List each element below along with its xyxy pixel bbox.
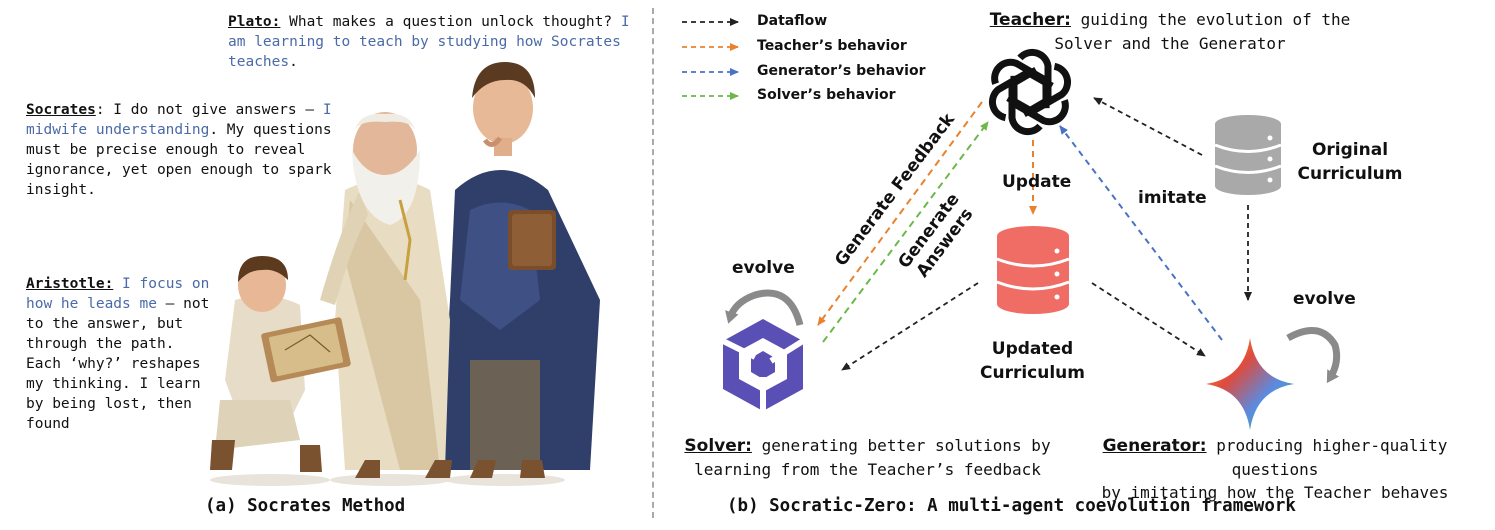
original-to-teacher-arrow [1093, 97, 1203, 156]
plato-figure [440, 62, 600, 486]
generator-evolve-arrow [1286, 327, 1341, 384]
solver-evolve-arrow [725, 289, 804, 326]
updated-to-generator-arrow [1091, 282, 1206, 357]
socrates-speaker: Socrates [26, 102, 96, 118]
legend-label-solver: Solver’s behavior [757, 87, 896, 103]
legend-label-generator: Generator’s behavior [757, 63, 926, 79]
original-curriculum-label: Original Curriculum [1297, 140, 1403, 184]
solver-description: Solver: generating better solutions by l… [680, 434, 1055, 481]
solver-logo-icon [721, 319, 805, 411]
plato-highlight: I am learning to teach by studying how S… [228, 14, 630, 70]
generator-logo-icon [1206, 338, 1294, 430]
imitate-label: imitate [1138, 188, 1207, 208]
update-label: Update [1002, 172, 1072, 192]
generator-desc-line1: producing higher-quality questions [1206, 436, 1448, 479]
legend-label-dataflow: Dataflow [757, 13, 828, 29]
original-curriculum-database-icon [1214, 115, 1282, 195]
teacher-name: Teacher: [989, 10, 1071, 30]
generator-name: Generator: [1102, 436, 1207, 456]
plato-text-end: . [289, 54, 298, 70]
aristotle-figure [210, 256, 351, 486]
teacher-description: Teacher: guiding the evolution of the So… [985, 8, 1355, 55]
plato-speaker: Plato: [228, 14, 281, 30]
solver-name: Solver: [684, 436, 752, 456]
panel-divider [652, 8, 654, 518]
aristotle-speaker: Aristotle: [26, 276, 114, 292]
socrates-figure [320, 112, 452, 486]
generator-desc-line2: by imitating how the Teacher behaves [1101, 483, 1449, 502]
generator-evolve-label: evolve [1293, 289, 1356, 309]
aristotle-text: — not to the answer, but through the pat… [26, 296, 210, 432]
generator-description: Generator: producing higher-quality ques… [1060, 434, 1490, 504]
updated-curriculum-label: Updated Curriculum [980, 339, 1085, 383]
right-caption: (b) Socratic-Zero: A multi-agent coevolu… [727, 496, 1296, 516]
socrates-quote: Socrates: I do not give answers — I midw… [26, 100, 356, 200]
aristotle-quote: Aristotle: I focus on how he leads me — … [26, 274, 216, 434]
solver-desc-line1: generating better solutions by [751, 436, 1051, 455]
solver-desc-line2: learning from the Teacher’s feedback [694, 460, 1041, 479]
teacher-desc-line1: guiding the evolution of the [1070, 10, 1351, 29]
socrates-text-end: . My questions must be precise enough to… [26, 122, 332, 198]
plato-quote: Plato: What makes a question unlock thou… [228, 12, 643, 72]
solver-evolve-label: evolve [732, 258, 795, 278]
legend-label-teacher: Teacher’s behavior [757, 38, 907, 54]
teacher-logo-icon [988, 48, 1072, 136]
aristotle-highlight: I focus on how he leads me [26, 276, 210, 312]
socrates-text: : I do not give answers — [95, 102, 323, 118]
imitate-arrow [1059, 125, 1223, 341]
generate-answers-arrow [822, 121, 989, 343]
plato-text: What makes a question unlock thought? [280, 14, 621, 30]
teacher-desc-line2: Solver and the Generator [1054, 34, 1286, 53]
updated-curriculum-database-icon [996, 226, 1070, 314]
socrates-highlight: I midwife understanding [26, 102, 332, 138]
generate-feedback-arrow [817, 101, 983, 326]
left-caption: (a) Socrates Method [205, 496, 406, 516]
